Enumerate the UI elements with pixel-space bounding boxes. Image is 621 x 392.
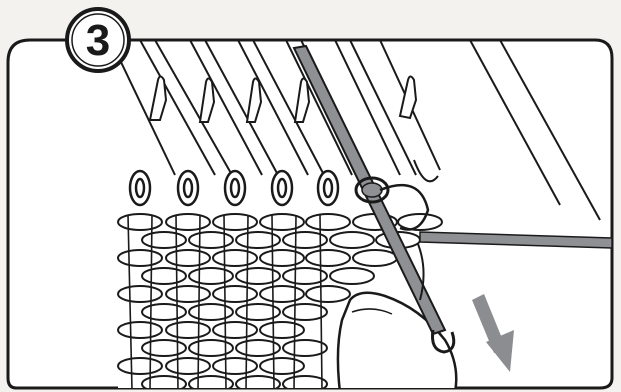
step-number: 3 xyxy=(86,16,110,65)
step-number-badge: 3 xyxy=(67,9,129,71)
